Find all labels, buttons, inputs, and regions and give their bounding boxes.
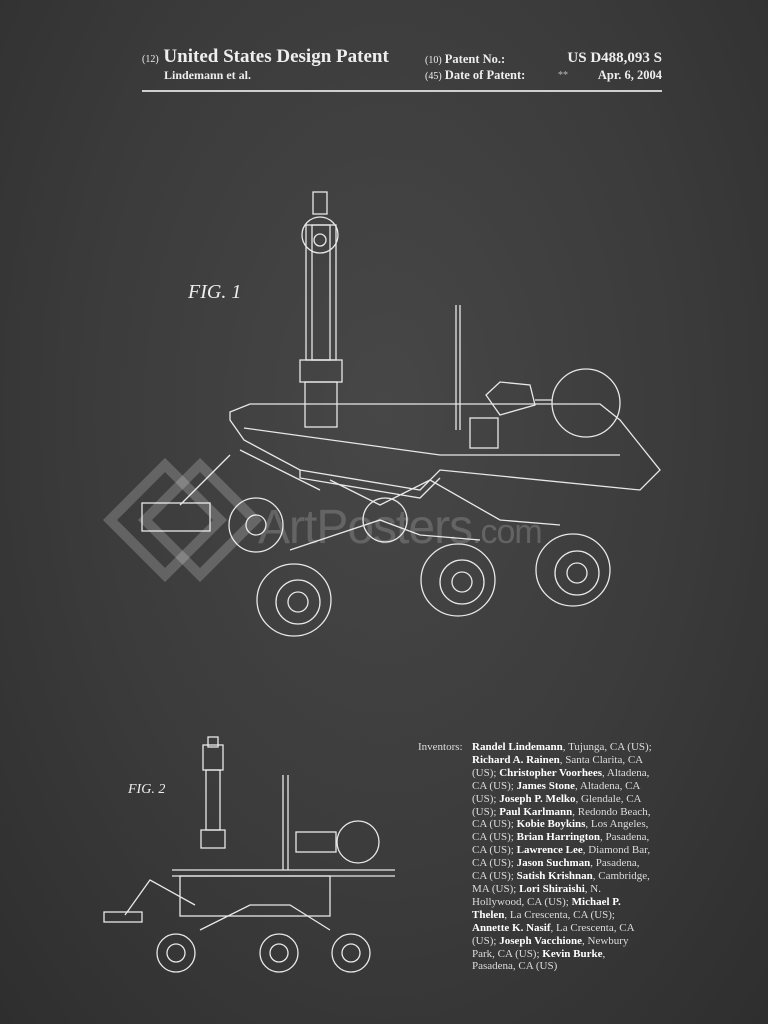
inventor-line: (US); Joseph Vacchione, Newbury (472, 935, 652, 948)
inventor-line: Richard A. Rainen, Santa Clarita, CA (472, 754, 652, 767)
inventor-line: Thelen, La Crescenta, CA (US); (472, 909, 652, 922)
inventor-location: , Santa Clarita, CA (559, 753, 644, 766)
inventor-name: Lori Shiraishi (519, 882, 585, 895)
inventor-name: Brian Harrington (516, 831, 601, 844)
inventor-name: James Stone (516, 779, 575, 792)
inventor-line: Pasadena, CA (US) (472, 960, 652, 973)
watermark-text: ArtPosters.com (258, 500, 543, 555)
fig-2-label: FIG. 2 (128, 782, 166, 797)
inventor-location: (US); (472, 805, 500, 818)
inventor-location: CA (US); (472, 818, 517, 831)
inventor-line: MA (US); Lori Shiraishi, N. (472, 883, 652, 896)
inventor-location: CA (US); (472, 831, 517, 844)
inventor-name: Kobie Boykins (516, 818, 586, 831)
inventor-name: Richard A. Rainen (472, 753, 560, 766)
patent-no-label: (10) Patent No.: (425, 52, 505, 67)
inventor-line: (US); Joseph P. Melko, Glendale, CA (472, 793, 652, 806)
inventor-name: Lawrence Lee (516, 844, 583, 857)
inventor-name: Joseph Vacchione (499, 934, 583, 947)
patent-title: (12) United States Design Patent (142, 46, 389, 68)
inventor-name: Kevin Burke (542, 947, 603, 960)
inventor-line: Annette K. Nasif, La Crescenta, CA (472, 922, 652, 935)
inventor-location: , Los Angeles, (585, 818, 649, 831)
inventor-location: , (602, 947, 606, 960)
inventor-location: , La Crescenta, CA (550, 921, 635, 934)
inventor-line: CA (US); Kobie Boykins, Los Angeles, (472, 818, 652, 831)
inventor-location: , Altadena, (601, 766, 650, 779)
inventor-line: Hollywood, CA (US); Michael P. (472, 896, 652, 909)
fig-2-rover (103, 736, 395, 973)
inventor-location: , La Crescenta, CA (US); (504, 908, 615, 921)
applicant: Lindemann et al. (164, 68, 252, 82)
patent-number: US D488,093 S (567, 50, 662, 66)
inventor-line: CA (US); Jason Suchman, Pasadena, (472, 857, 652, 870)
inventor-location: CA (US); (472, 779, 517, 792)
inventor-location: , Glendale, CA (575, 792, 642, 805)
inventor-location: , Redondo Beach, (572, 805, 651, 818)
inventor-name: Christopher Voorhees (499, 766, 602, 779)
inventors-list: Randel Lindemann, Tujunga, CA (US);Richa… (472, 741, 652, 973)
inventor-name: Paul Karlmann (499, 805, 573, 818)
inventor-line: (US); Christopher Voorhees, Altadena, (472, 767, 652, 780)
date-label: (45) Date of Patent: (425, 68, 525, 83)
inventors-label: Inventors: (418, 741, 463, 753)
inventor-name: Thelen (472, 908, 505, 921)
date-label-text: Date of Patent: (444, 68, 526, 82)
fig-1-rover (141, 191, 661, 637)
fig-1-label: FIG. 1 (188, 281, 242, 303)
watermark-logo (102, 457, 263, 583)
patent-date: Apr. 6, 2004 (597, 68, 662, 82)
inventor-location: , Pasadena, (590, 857, 640, 870)
inventor-line: CA (US); James Stone, Altadena, CA (472, 780, 652, 793)
inventor-location: CA (US); (472, 870, 517, 883)
inventor-location: , Diamond Bar, (582, 844, 651, 857)
inventor-line: CA (US); Satish Krishnan, Cambridge, (472, 870, 652, 883)
inventor-location: (US); (472, 766, 500, 779)
inventor-line: Park, CA (US); Kevin Burke, (472, 948, 652, 961)
inventor-location: Hollywood, CA (US); (472, 895, 572, 908)
code-10: (10) (425, 55, 442, 66)
inventor-line: CA (US); Brian Harrington, Pasadena, (472, 831, 652, 844)
stars: ** (558, 70, 568, 81)
inventor-location: , Altadena, CA (574, 779, 641, 792)
patent-no-label-text: Patent No.: (444, 52, 506, 66)
inventor-location: CA (US); (472, 844, 517, 857)
inventor-name: Annette K. Nasif (472, 921, 551, 934)
code-12: (12) (142, 54, 159, 65)
header-rule (142, 90, 662, 92)
inventor-location: (US); (472, 792, 500, 805)
inventor-name: Satish Krishnan (516, 870, 593, 883)
inventor-name: Jason Suchman (516, 857, 591, 870)
watermark-suffix: .com (472, 513, 543, 551)
inventor-location: , Cambridge, (592, 870, 650, 883)
inventor-location: Park, CA (US); (472, 947, 543, 960)
inventor-location: , Newbury (582, 934, 629, 947)
inventor-line: Randel Lindemann, Tujunga, CA (US); (472, 741, 652, 754)
inventor-location: (US); (472, 934, 500, 947)
inventor-location: CA (US); (472, 857, 517, 870)
inventor-location: , Pasadena, (600, 831, 650, 844)
title-text: United States Design Patent (163, 46, 389, 67)
inventor-location: MA (US); (472, 882, 520, 895)
inventor-name: Randel Lindemann (472, 741, 563, 753)
inventor-location: , Tujunga, CA (US); (562, 741, 652, 753)
inventor-location: , N. (584, 882, 601, 895)
inventor-line: CA (US); Lawrence Lee, Diamond Bar, (472, 844, 652, 857)
code-45: (45) (425, 71, 442, 82)
inventor-name: Joseph P. Melko (499, 792, 576, 805)
inventor-location: Pasadena, CA (US) (472, 960, 558, 973)
watermark-main: ArtPosters (258, 501, 473, 554)
inventor-name: Michael P. (571, 895, 621, 908)
inventor-line: (US); Paul Karlmann, Redondo Beach, (472, 806, 652, 819)
